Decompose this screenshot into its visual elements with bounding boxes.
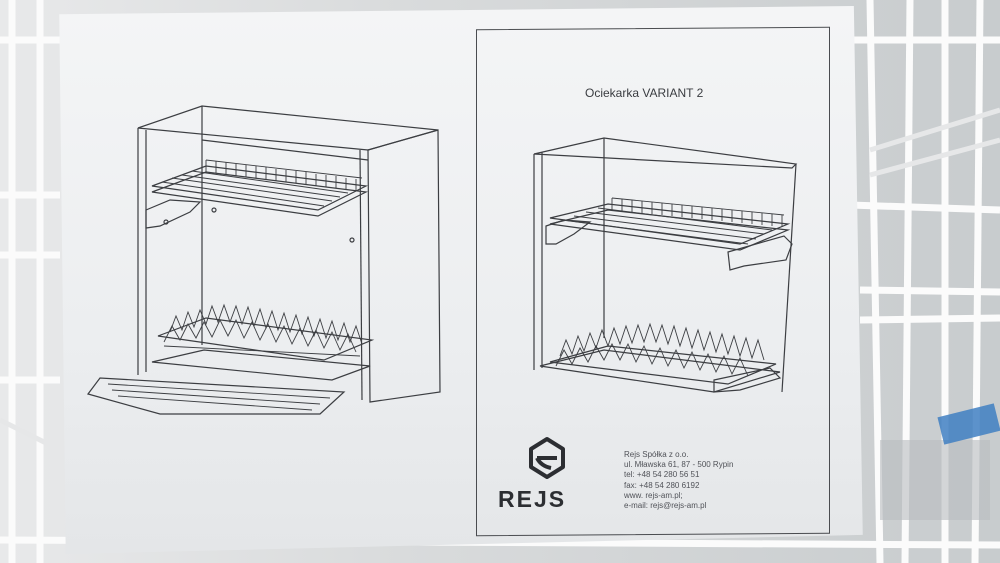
company-line: e-mail: rejs@rejs-am.pl — [624, 501, 707, 511]
left-cabinet-illustration — [86, 105, 441, 415]
instruction-sheet — [59, 6, 863, 554]
company-line: ul. Mławska 61, 87 - 500 Rypin — [624, 460, 734, 470]
company-line: fax: +48 54 280 6192 — [624, 480, 700, 490]
right-cabinet-illustration — [533, 137, 798, 393]
company-line: Rejs Spółka z o.o. — [624, 450, 689, 459]
rejs-logo-text: REJS — [498, 486, 567, 512]
company-contact: Rejs Spółka z o.o. ul. Mławska 61, 87 - … — [624, 450, 733, 511]
rejs-logo-icon — [529, 437, 565, 479]
company-line: www. rejs-am.pl; — [624, 490, 683, 500]
company-line: tel: +48 54 280 56 51 — [624, 470, 700, 480]
document-title: Ociekarka VARIANT 2 — [585, 86, 704, 100]
